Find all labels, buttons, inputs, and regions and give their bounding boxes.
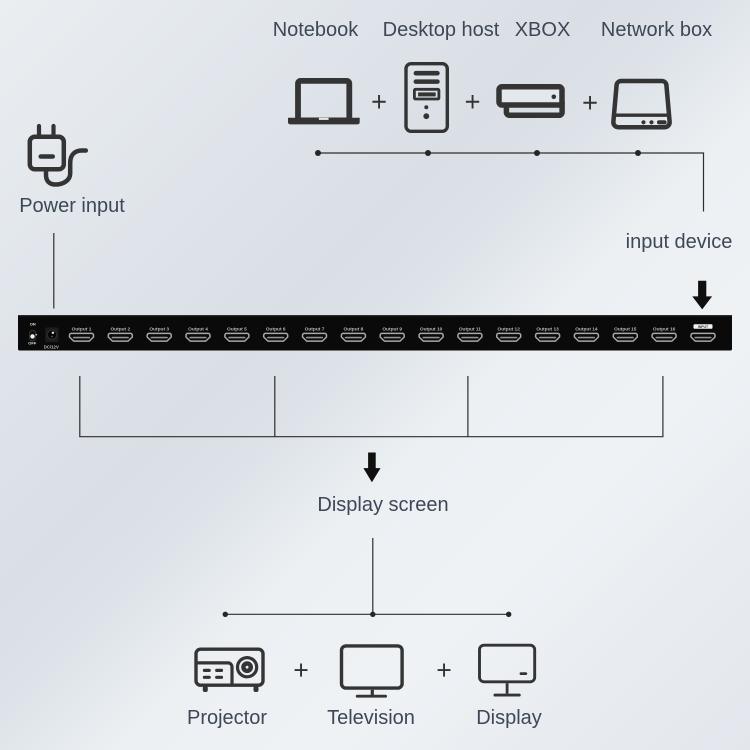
svg-text:Output 14: Output 14 [575, 327, 598, 333]
svg-text:INPUT: INPUT [698, 325, 709, 329]
svg-text:ON: ON [30, 321, 36, 326]
svg-text:Output 3: Output 3 [149, 327, 169, 333]
svg-text:Output 5: Output 5 [227, 327, 247, 333]
svg-text:Output 7: Output 7 [305, 327, 325, 333]
svg-text:Output 10: Output 10 [420, 327, 443, 333]
svg-text:Output 4: Output 4 [188, 327, 208, 333]
svg-text:Output 16: Output 16 [653, 327, 676, 333]
svg-text:Output 13: Output 13 [536, 327, 559, 333]
svg-text:Output 9: Output 9 [382, 327, 402, 333]
svg-text:Output 11: Output 11 [459, 327, 481, 333]
svg-text:Output 1: Output 1 [72, 327, 92, 333]
svg-text:OFF: OFF [28, 340, 37, 345]
svg-text:DC/12V: DC/12V [44, 344, 59, 349]
svg-text:Output 2: Output 2 [110, 327, 130, 333]
svg-text:Output 15: Output 15 [614, 327, 637, 333]
svg-text:Output 8: Output 8 [344, 327, 364, 333]
svg-text:Output 12: Output 12 [498, 327, 521, 333]
svg-text:Output 6: Output 6 [266, 327, 286, 333]
